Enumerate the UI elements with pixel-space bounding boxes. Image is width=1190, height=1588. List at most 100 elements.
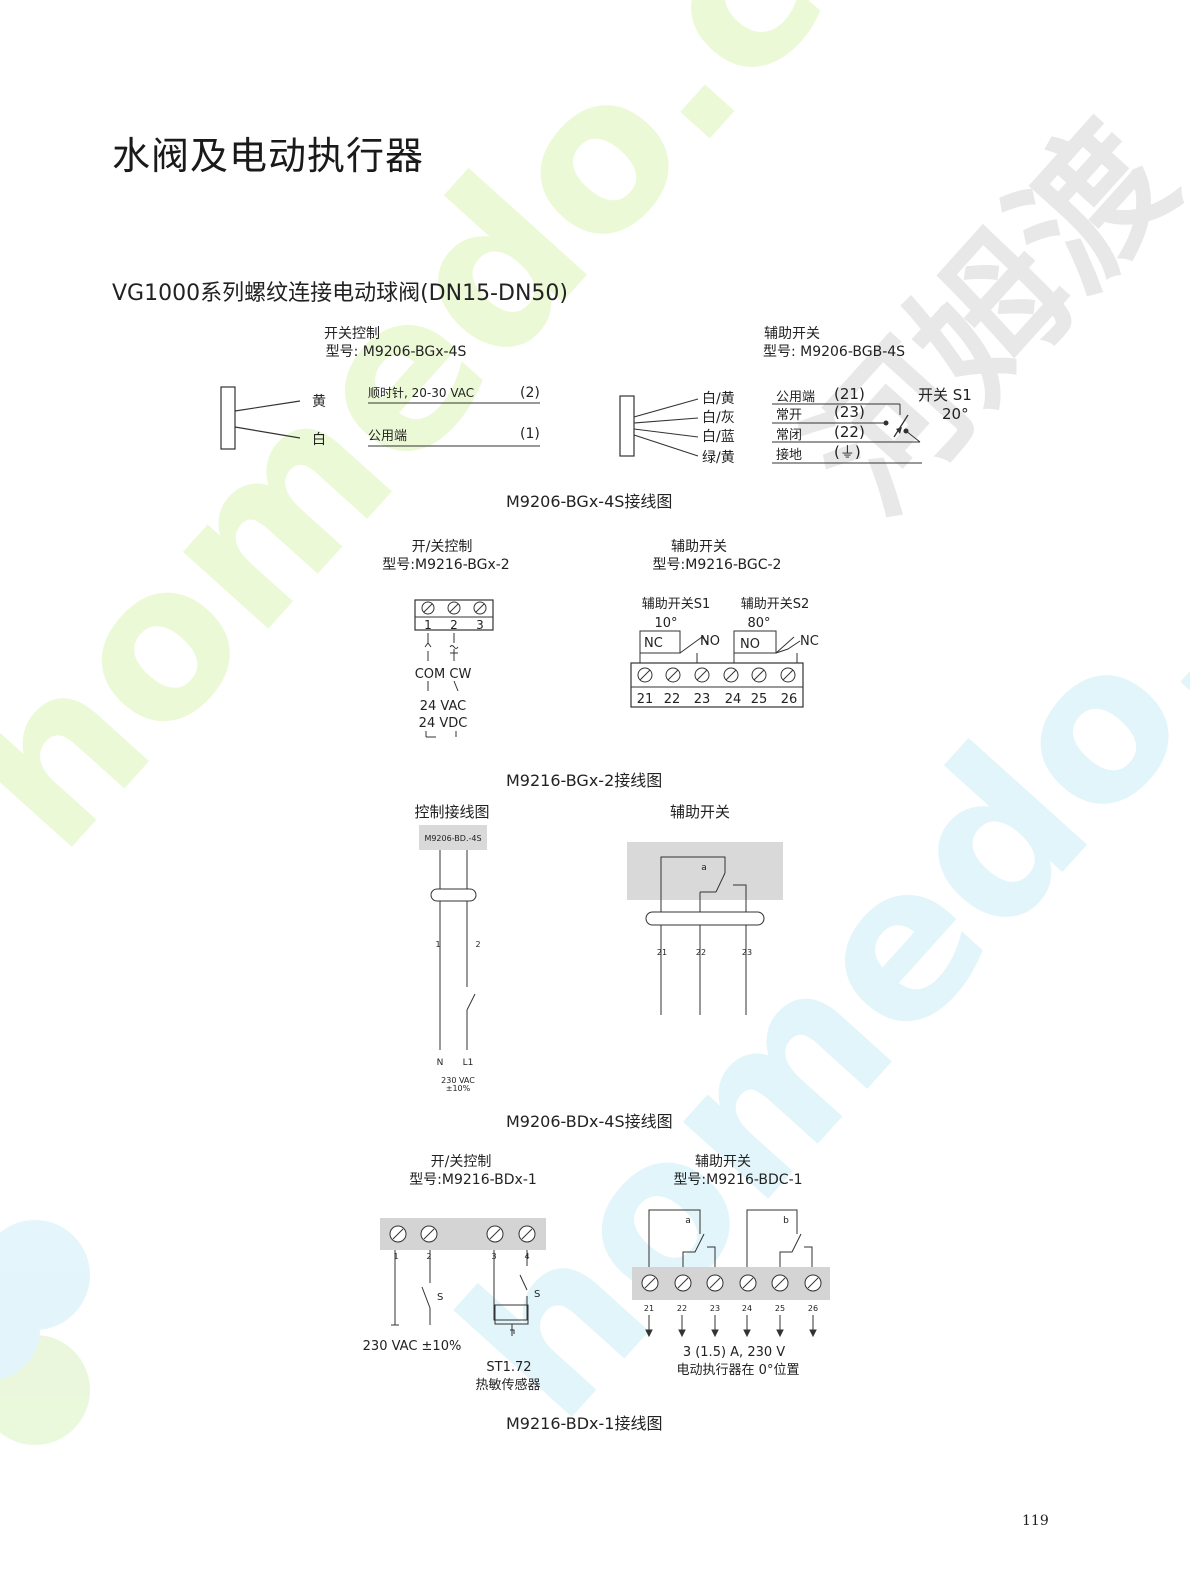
d4-right-model: 型号:M9216-BDC-1 <box>673 1172 802 1188</box>
d1-wire-1: 白/黄 <box>702 390 735 407</box>
d2-left-term-3: 3 <box>476 618 484 632</box>
d2-left-terminal-block <box>414 599 494 631</box>
d1-term-1-num: (21) <box>834 385 865 403</box>
d3-t1: 1 <box>435 940 440 949</box>
d4-rterm-23: 23 <box>710 1304 720 1313</box>
d3-t2: 2 <box>475 940 480 949</box>
d1-term-3-num: (22) <box>834 423 865 441</box>
d4-caption: M9216-BDx-1接线图 <box>506 1414 663 1433</box>
d2-com-cw: COM CW <box>415 667 472 682</box>
d2-s1-angle: 10° <box>654 616 677 631</box>
d2-s2-angle: 80° <box>747 616 770 631</box>
d1-term-4-label: 接地 <box>776 447 802 463</box>
d2-right-term-26: 26 <box>781 692 798 707</box>
d4-arrow-icons <box>645 1315 817 1338</box>
d3-right-title: 辅助开关 <box>670 803 730 821</box>
watermark-cjk: 河姆渡 <box>777 93 1190 544</box>
d1-term-2-label: 常开 <box>776 408 802 423</box>
d2-s1-no: NO <box>700 634 720 649</box>
d3-switch-a: a <box>701 863 707 873</box>
section-title: VG1000系列螺纹连接电动球阀(DN15-DN50) <box>112 281 568 306</box>
d1-term-3-label: 常闭 <box>776 428 802 443</box>
d4-vac: 230 VAC ±10% <box>363 1339 462 1354</box>
d3-tol: ±10% <box>446 1084 471 1093</box>
d2-right-terminal-block <box>630 662 804 708</box>
d1-right-model: 型号: M9206-BGB-4S <box>763 344 905 360</box>
diagram-m9206-bdx-4s: 控制接线图 M9206-BD.-4S 1 2 N L1 230 VAC ±10%… <box>414 803 783 1093</box>
d2-right-title: 辅助开关 <box>671 539 727 555</box>
d3-term-22: 22 <box>696 948 706 957</box>
d1-wire-2: 白/灰 <box>702 410 735 426</box>
d4-rating: 3 (1.5) A, 230 V <box>683 1345 785 1360</box>
d4-term-2: 2 <box>426 1252 431 1261</box>
d4-rterm-24: 24 <box>742 1304 752 1313</box>
d4-left-title: 开/关控制 <box>431 1154 492 1170</box>
d4-left-screws <box>389 1225 536 1243</box>
d1-switch-angle: 20° <box>942 405 969 423</box>
d2-left-title: 开/关控制 <box>412 539 473 555</box>
d2-24vdc: 24 VDC <box>419 716 468 731</box>
d2-24vac: 24 VAC <box>420 699 466 714</box>
d1-right-actuator <box>619 395 635 457</box>
d1-left-title: 开关控制 <box>324 326 380 342</box>
d2-right-screws <box>637 667 796 683</box>
d1-row2-num: (1) <box>520 426 540 442</box>
d1-caption: M9206-BGx-4S接线图 <box>506 492 673 511</box>
d1-row1-num: (2) <box>520 385 540 401</box>
d4-left-terminal-block <box>380 1218 546 1250</box>
d2-s2-label: 辅助开关S2 <box>741 597 810 612</box>
d4-rterm-25: 25 <box>775 1304 785 1313</box>
d1-term-1-label: 公用端 <box>776 390 815 405</box>
d4-right-screws <box>641 1274 822 1292</box>
d1-wire-white: 白 <box>312 432 326 448</box>
d3-n: N <box>437 1058 444 1068</box>
d2-s2-no: NO <box>740 637 760 652</box>
d1-left-model: 型号: M9206-BGx-4S <box>326 344 467 360</box>
d3-term-21: 21 <box>657 948 667 957</box>
d3-caption: M9206-BDx-4S接线图 <box>506 1112 673 1131</box>
page-title: 水阀及电动执行器 <box>112 134 425 178</box>
d4-term-1: 1 <box>393 1252 398 1261</box>
d3-l1: L1 <box>463 1058 474 1068</box>
d1-wire-3: 白/蓝 <box>702 429 735 445</box>
d4-sensor-name: 热敏传感器 <box>475 1377 540 1393</box>
d3-left-title: 控制接线图 <box>414 803 489 821</box>
d3-left-model-box <box>419 825 487 850</box>
d1-wire-yellow: 黄 <box>312 393 326 410</box>
d4-right-terminal-labels: 21 22 23 24 25 26 <box>644 1304 818 1313</box>
d4-s-right: S <box>534 1289 540 1300</box>
d3-right-switch-icon <box>645 856 765 1015</box>
d1-term-2-num: (23) <box>834 403 865 421</box>
d2-aux-switch-icons <box>639 630 801 667</box>
d4-rterm-22: 22 <box>677 1304 687 1313</box>
d4-rterm-26: 26 <box>808 1304 818 1313</box>
d2-right-term-22: 22 <box>664 692 681 707</box>
d1-left-actuator <box>220 386 236 450</box>
d3-term-23: 23 <box>742 948 752 957</box>
d2-s2-nc: NC <box>800 634 819 649</box>
d3-left-model-text: M9206-BD.-4S <box>424 834 481 843</box>
d2-right-term-25: 25 <box>751 692 768 707</box>
diagram-m9216-bgx-2: 开/关控制 型号:M9216-BGx-2 1 2 3 COM CW 24 VAC… <box>382 539 819 738</box>
d2-left-model: 型号:M9216-BGx-2 <box>382 557 509 573</box>
page-number: 119 <box>1022 1513 1049 1529</box>
d2-left-term-2: 2 <box>450 618 458 632</box>
d4-sensor-model: ST1.72 <box>486 1360 531 1375</box>
d2-right-term-21: 21 <box>637 692 654 707</box>
d4-right-switch-icons <box>648 1209 813 1268</box>
d2-s1-label: 辅助开关S1 <box>642 597 711 612</box>
d4-note: 电动执行器在 0°位置 <box>677 1363 800 1378</box>
d4-s-left: S <box>437 1292 443 1303</box>
d4-rterm-21: 21 <box>644 1304 654 1313</box>
d4-left-model: 型号:M9216-BDx-1 <box>409 1172 537 1188</box>
d2-s1-nc: NC <box>644 636 663 651</box>
d1-row1-label: 顺时针, 20-30 VAC <box>368 385 474 400</box>
d3-right-actuator-box <box>627 842 783 900</box>
d1-term-4-num: (⏚) <box>834 443 861 461</box>
d2-left-term-1: 1 <box>424 618 432 632</box>
d4-switch-b: b <box>783 1216 789 1226</box>
d1-switch-s1-icon <box>883 404 921 443</box>
diagram-m9216-bdx-1: 开/关控制 型号:M9216-BDx-1 1 2 3 4 S S 230 VAC… <box>363 1154 830 1393</box>
d4-switch-a: a <box>685 1216 691 1226</box>
d2-right-model: 型号:M9216-BGC-2 <box>653 557 782 573</box>
